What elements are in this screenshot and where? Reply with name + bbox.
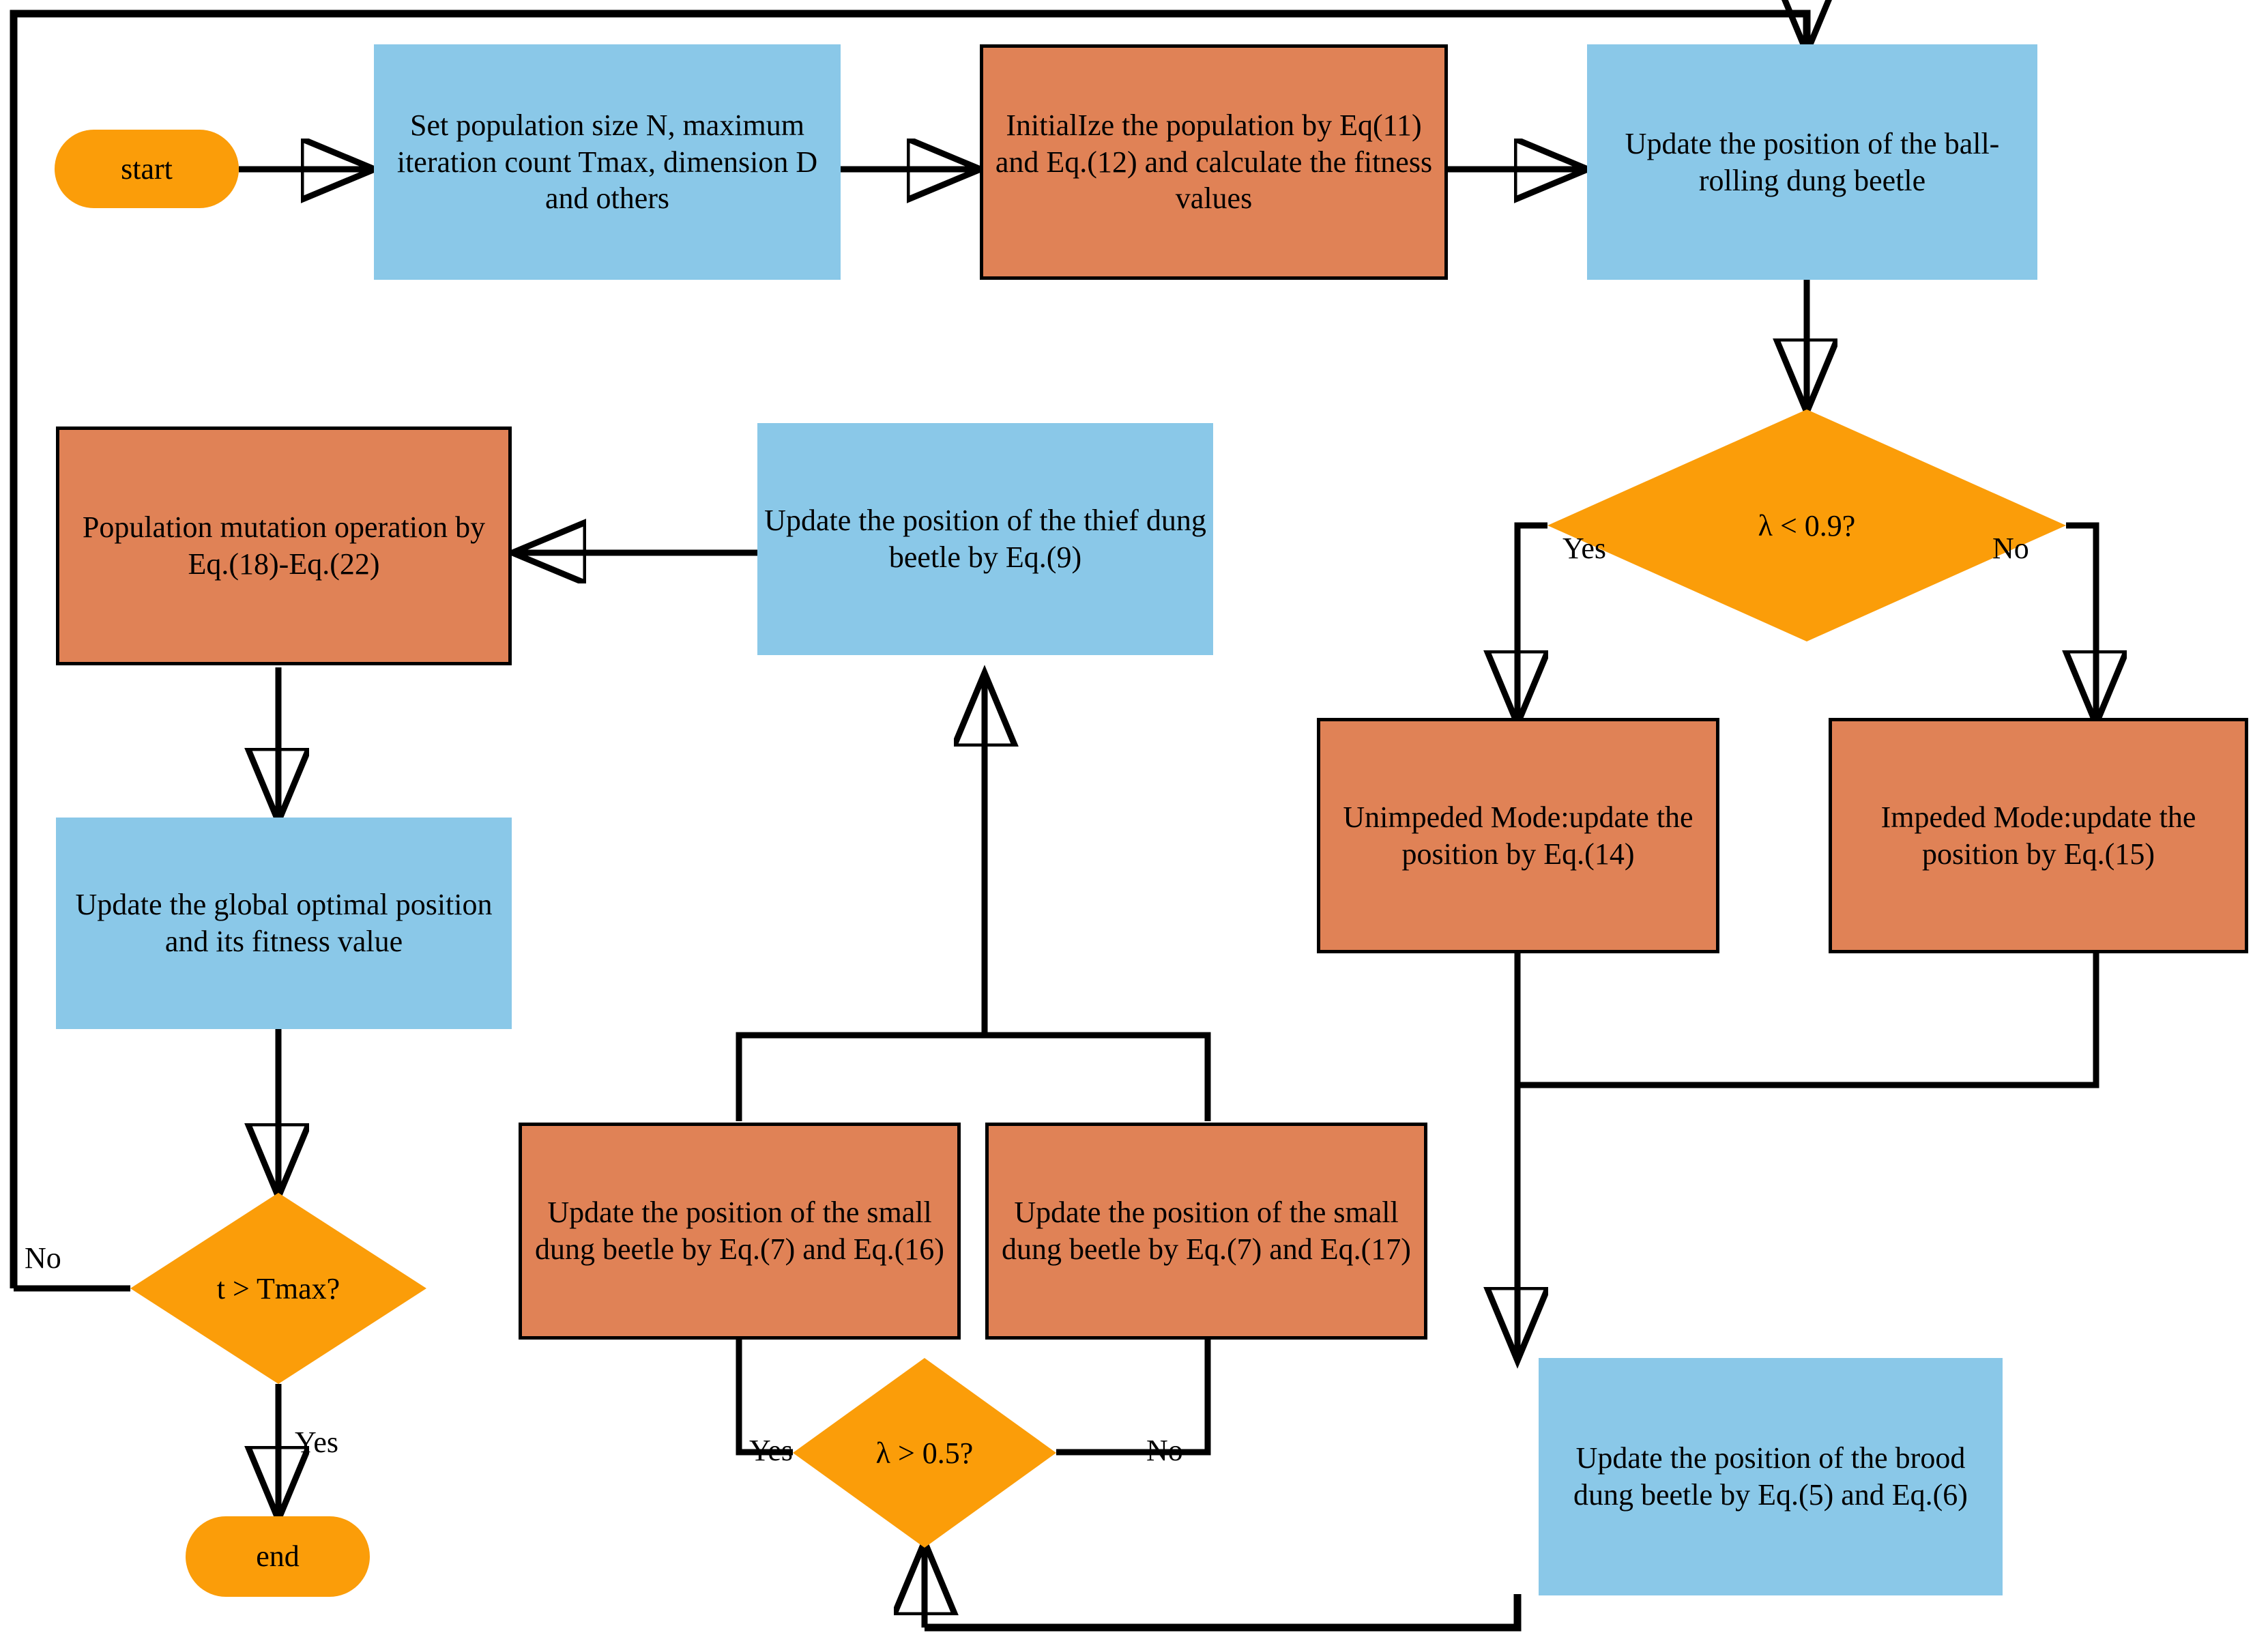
- node-impeded-mode-label: Impeded Mode:update the position by Eq.(…: [1880, 800, 2196, 871]
- node-population-mutation[interactable]: Population mutation operation by Eq.(18)…: [56, 427, 512, 665]
- edge-lambda05-no: [1056, 1339, 1211, 1456]
- edge-label-ttmax-no: No: [25, 1241, 61, 1275]
- edge-brood-to-lambda05: [925, 1594, 1522, 1632]
- node-thief-dung-beetle-label: Update the position of the thief dung be…: [764, 504, 1206, 574]
- edge-impeded-merge: [1517, 953, 2099, 1088]
- edge-label-lambda05-no: No: [1146, 1434, 1183, 1467]
- node-end-label: end: [256, 1539, 300, 1574]
- node-decision-lambda-09[interactable]: λ < 0.9?: [1547, 409, 2066, 641]
- node-decision-t-tmax[interactable]: t > Tmax?: [130, 1193, 426, 1384]
- node-initialize-label: InitialIze the population by Eq(11) and …: [995, 108, 1433, 216]
- edge-small-merge-bracket: [736, 1032, 1211, 1121]
- diamond-shape-t-tmax: [130, 1193, 426, 1384]
- node-small-dung-beetle-left-label: Update the position of the small dung be…: [535, 1196, 944, 1266]
- node-start[interactable]: start: [55, 130, 239, 208]
- node-brood-dung-beetle-label: Update the position of the brood dung be…: [1573, 1441, 1968, 1512]
- edge-lambda05-yes: [736, 1339, 793, 1456]
- node-small-dung-beetle-right-label: Update the position of the small dung be…: [1002, 1196, 1411, 1266]
- diamond-shape-lambda-05: [793, 1358, 1056, 1548]
- node-setup[interactable]: Set population size N, maximum iteration…: [374, 44, 841, 280]
- node-population-mutation-label: Population mutation operation by Eq.(18)…: [82, 510, 486, 581]
- node-start-label: start: [121, 151, 173, 186]
- edge-label-ttmax-yes: Yes: [295, 1426, 339, 1459]
- node-impeded-mode[interactable]: Impeded Mode:update the position by Eq.(…: [1829, 718, 2248, 953]
- node-global-optimal-label: Update the global optimal position and i…: [75, 888, 493, 958]
- node-initialize[interactable]: InitialIze the population by Eq(11) and …: [980, 44, 1448, 280]
- edge-lambda09-no: [2066, 522, 2099, 714]
- node-thief-dung-beetle[interactable]: Update the position of the thief dung be…: [757, 423, 1213, 655]
- node-ball-rolling-label: Update the position of the ball-rolling …: [1625, 126, 2000, 197]
- node-decision-lambda-05[interactable]: λ > 0.5?: [793, 1358, 1056, 1548]
- node-unimpeded-mode-label: Unimpeded Mode:update the position by Eq…: [1343, 800, 1693, 871]
- diamond-shape-lambda-09: [1547, 409, 2066, 641]
- edge-label-lambda09-no: No: [1992, 532, 2029, 565]
- node-end[interactable]: end: [186, 1516, 370, 1597]
- node-global-optimal[interactable]: Update the global optimal position and i…: [56, 818, 512, 1029]
- node-unimpeded-mode[interactable]: Unimpeded Mode:update the position by Eq…: [1317, 718, 1719, 953]
- edge-lambda09-yes: [1514, 522, 1547, 714]
- edge-label-lambda05-yes: Yes: [749, 1434, 794, 1467]
- node-setup-label: Set population size N, maximum iteration…: [396, 108, 818, 216]
- node-ball-rolling[interactable]: Update the position of the ball-rolling …: [1587, 44, 2037, 280]
- edge-label-lambda09-yes: Yes: [1562, 532, 1607, 565]
- node-small-dung-beetle-right[interactable]: Update the position of the small dung be…: [985, 1123, 1427, 1340]
- node-brood-dung-beetle[interactable]: Update the position of the brood dung be…: [1539, 1358, 2003, 1595]
- node-small-dung-beetle-left[interactable]: Update the position of the small dung be…: [519, 1123, 961, 1340]
